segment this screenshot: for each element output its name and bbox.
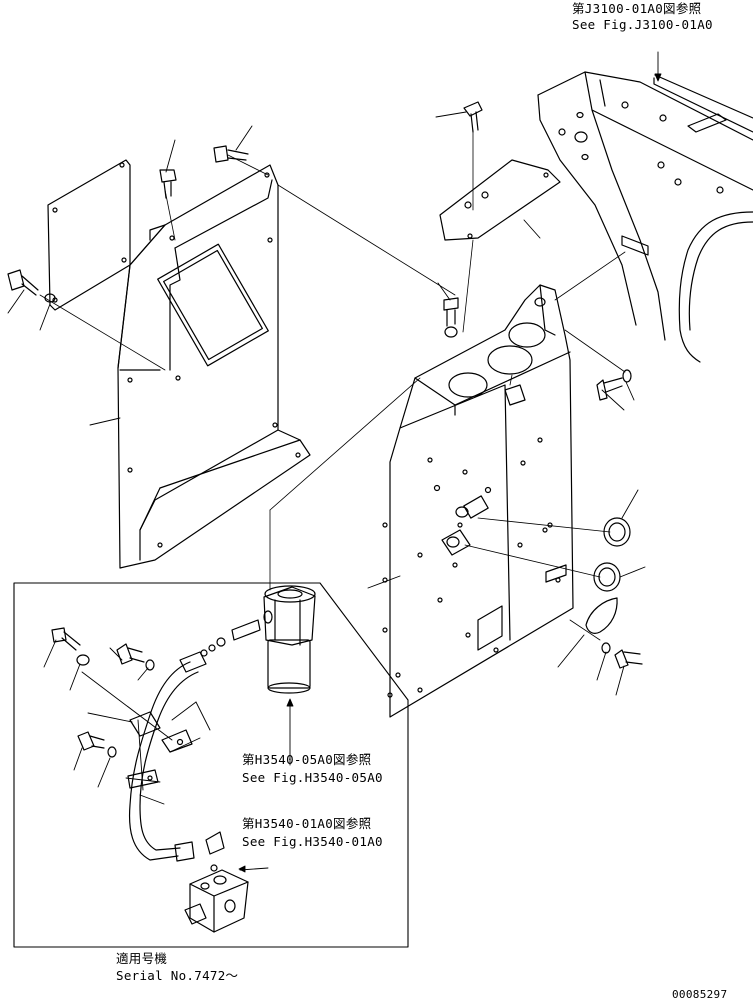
bolt-shroud-top-1 (160, 170, 176, 198)
right-panel-part (383, 285, 573, 717)
reference-h3540-01-jp: 第H3540-01A0図参照 (242, 816, 372, 831)
washer-inset-1 (77, 655, 89, 665)
assembly-guide-lines (40, 130, 625, 640)
gasket-plate (48, 160, 130, 310)
leader-lines (8, 52, 661, 872)
small-cover-plate (586, 598, 617, 633)
drawing-number: 00085297 (672, 988, 728, 1001)
bolt-center (444, 298, 458, 337)
grommet-lower (594, 563, 620, 591)
bolt-right-lower (602, 643, 642, 668)
elbow-fitting-filter (201, 620, 260, 656)
top-plate (440, 160, 560, 240)
bolt-inset-2 (117, 644, 154, 670)
reference-j3100-jp: 第J3100-01A0図参照 (572, 1, 702, 16)
shroud-cover (118, 165, 310, 568)
hydraulic-filter (264, 586, 315, 693)
valve-block (185, 870, 248, 932)
bolt-inset-1 (52, 628, 80, 650)
main-frame-part (538, 72, 753, 362)
reference-h3540-01-en: See Fig.H3540-01A0 (242, 834, 383, 849)
serial-label-jp: 適用号機 (116, 951, 168, 966)
bolt-top-plate (464, 102, 482, 132)
clamp-upper (130, 712, 192, 752)
bolt-right-upper (597, 370, 631, 400)
bolt-inset-3 (78, 732, 116, 757)
reference-h3540-05-jp: 第H3540-05A0図参照 (242, 752, 372, 767)
inset-frame (14, 583, 408, 947)
hydraulic-hose (130, 652, 224, 871)
serial-number: Serial No.7472～ (116, 968, 239, 983)
bolt-shroud-top-2 (214, 146, 248, 162)
inset-leader-lines (44, 640, 210, 804)
reference-h3540-05-en: See Fig.H3540-05A0 (242, 770, 383, 785)
bolt-left (8, 270, 38, 295)
reference-j3100-en: See Fig.J3100-01A0 (572, 17, 713, 32)
